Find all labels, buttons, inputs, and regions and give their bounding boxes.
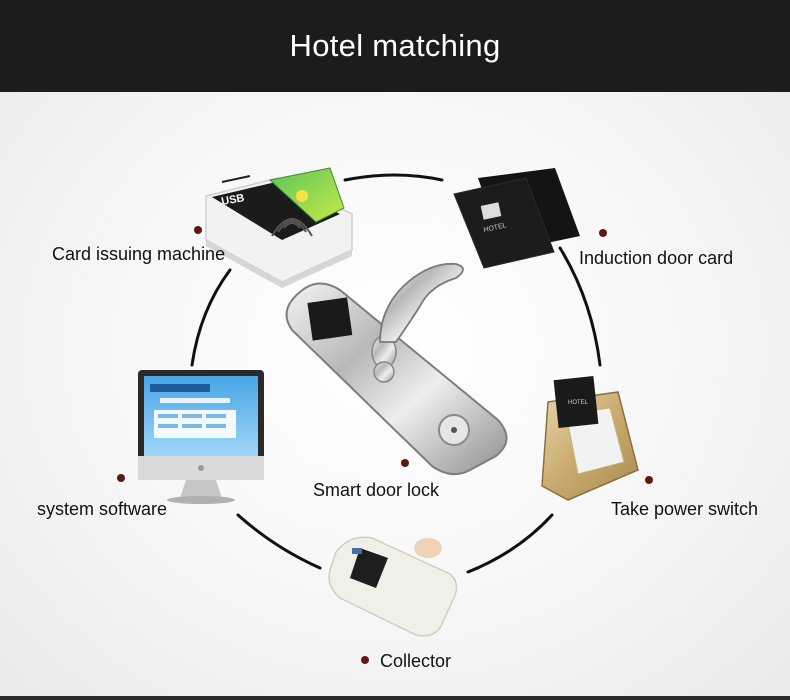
smart-door-lock-dot <box>401 459 409 467</box>
system-software-label: system software <box>37 499 168 519</box>
page-title: Hotel matching <box>289 28 501 63</box>
smart-door-lock-label: Smart door lock <box>313 480 440 500</box>
usb-text: USB <box>220 192 245 208</box>
svg-text:HOTEL: HOTEL <box>483 222 507 234</box>
system-software-dot <box>117 474 125 482</box>
take-power-dot <box>645 476 653 484</box>
product-diagram: USB HOTEL <box>138 167 639 637</box>
system-software-monitor-image <box>138 370 264 504</box>
connection-ring <box>190 173 602 574</box>
ring-arc-upper-left <box>190 268 232 367</box>
ring-arc-lower-right <box>466 513 554 574</box>
card-issuing-machine-image: USB <box>205 167 353 288</box>
card-issuing-machine-label: Card issuing machine <box>52 244 226 264</box>
header-bar: Hotel matching <box>0 0 790 92</box>
induction-door-card-image: HOTEL <box>453 168 580 269</box>
card-issuing-dot <box>194 226 202 234</box>
smart-door-lock-image <box>285 262 508 476</box>
ring-arc-upper-right <box>558 246 602 367</box>
take-power-switch-image: HOTEL <box>541 376 639 501</box>
collector-dot <box>361 656 369 664</box>
bottom-rule <box>0 696 790 700</box>
collector-image <box>328 536 458 637</box>
induction-door-card-label: Induction door card <box>579 248 734 268</box>
svg-text:HOTEL: HOTEL <box>568 400 589 406</box>
take-power-switch-label: Take power switch <box>611 499 759 519</box>
induction-card-dot <box>599 229 607 237</box>
ring-arc-lower-left <box>236 513 322 570</box>
collector-label: Collector <box>380 651 452 671</box>
ring-arc-top <box>343 173 444 182</box>
